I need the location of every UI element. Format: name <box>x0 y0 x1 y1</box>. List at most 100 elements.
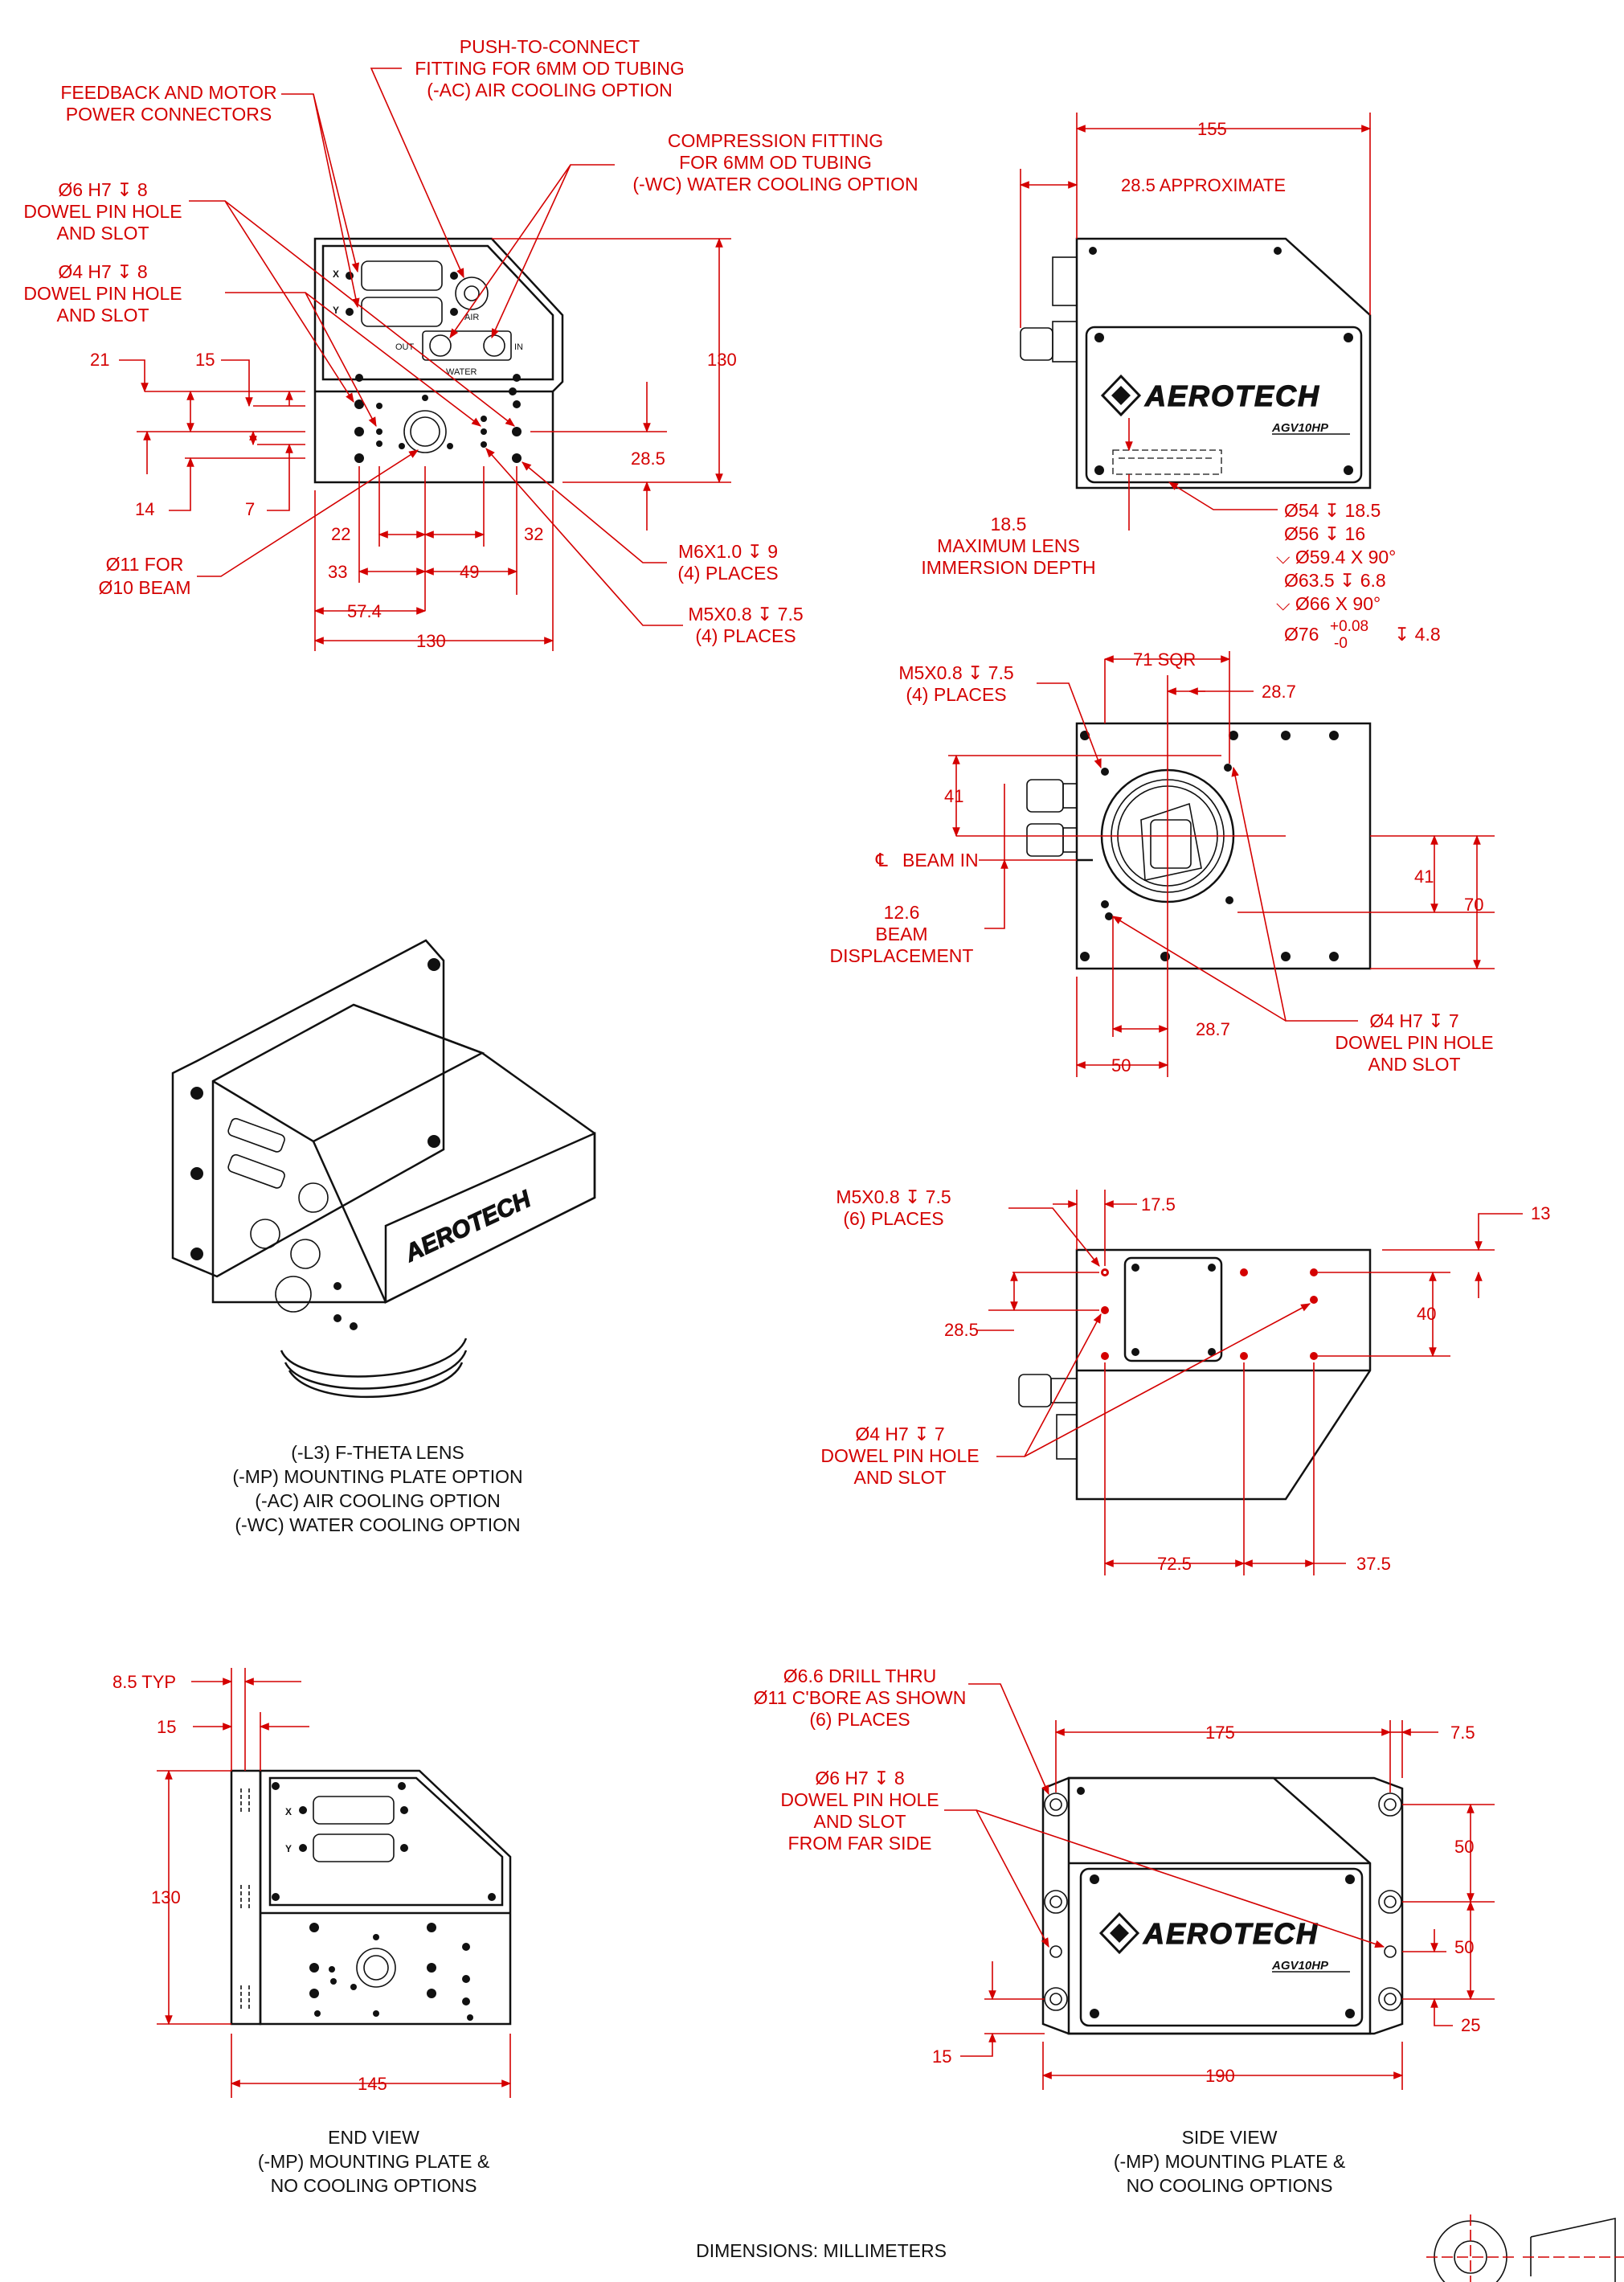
svg-text:Ø63.5 ↧ 6.8: Ø63.5 ↧ 6.8 <box>1284 570 1386 591</box>
out-label: OUT <box>395 342 415 352</box>
feedback-callout: FEEDBACK AND MOTOR POWER CONNECTORS <box>60 82 360 309</box>
svg-text:(4) PLACES: (4) PLACES <box>677 563 778 584</box>
dim-14: 14 <box>135 499 154 519</box>
side-mp-view: AEROTECH AGV10HP Ø6.6 DRILL THRU Ø11 C'B… <box>754 1665 1495 2196</box>
dim-155: 155 <box>1197 119 1227 139</box>
top-view-bottom-dims: 22 32 33 49 57.4 130 <box>313 466 554 651</box>
end-x-label: X <box>285 1806 292 1817</box>
top-view-right-dims: 130 28.5 <box>492 237 737 531</box>
dim-50: 50 <box>1111 1055 1131 1075</box>
svg-text:(4) PLACES: (4) PLACES <box>906 684 1006 705</box>
air-label: AIR <box>464 313 479 322</box>
dim-17-5: 17.5 <box>1141 1194 1176 1215</box>
dim-57-4: 57.4 <box>347 601 382 621</box>
svg-text:AND SLOT: AND SLOT <box>56 305 149 326</box>
mp-brand-name: AEROTECH <box>1143 1917 1319 1950</box>
lens-depth-callout: 18.5 MAXIMUM LENS IMMERSION DEPTH <box>921 418 1133 578</box>
svg-text:⌵ Ø59.4 X 90°: ⌵ Ø59.4 X 90° <box>1276 547 1396 567</box>
end-x-connector <box>313 1796 395 1825</box>
svg-text:DISPLACEMENT: DISPLACEMENT <box>830 945 974 966</box>
dim-28-5: 28.5 <box>631 449 665 469</box>
svg-text:M5X0.8 ↧ 7.5: M5X0.8 ↧ 7.5 <box>688 604 803 625</box>
plate-cover-screws <box>1131 1264 1216 1356</box>
connector-pins <box>346 272 458 316</box>
iso-caption-4: (-WC) WATER COOLING OPTION <box>235 1514 520 1535</box>
svg-text:(-AC) AIR COOLING OPTION: (-AC) AIR COOLING OPTION <box>427 80 672 100</box>
projection-symbol-icon <box>1426 2214 1624 2282</box>
dim-7: 7 <box>245 499 255 519</box>
side-view-top: AEROTECH AGV10HP 155 28.5 APPROXIMATE 18… <box>921 113 1441 652</box>
dim-25: 25 <box>1461 2015 1480 2035</box>
svg-text:↧ 4.8: ↧ 4.8 <box>1394 624 1441 645</box>
svg-text:FROM FAR SIDE: FROM FAR SIDE <box>788 1833 932 1854</box>
plate-holes <box>1101 1268 1318 1360</box>
end-face-holes <box>309 1923 473 2021</box>
svg-text:+0.08: +0.08 <box>1330 618 1368 635</box>
svg-text:(6) PLACES: (6) PLACES <box>843 1208 943 1229</box>
side-water-fitting-icon <box>1020 327 1053 361</box>
dim-32: 32 <box>524 524 543 544</box>
side-air-fitting-icon <box>1052 256 1078 306</box>
iso-label-face <box>384 1132 596 1305</box>
svg-text:DOWEL PIN HOLE: DOWEL PIN HOLE <box>780 1789 939 1810</box>
top-view: X Y AIR OUT IN WATER PUSH-TO-CONNECT FIT… <box>23 36 918 651</box>
end-beam-hole-icon <box>356 1948 396 1988</box>
dim-41b: 41 <box>1414 867 1434 887</box>
svg-text:Ø4 H7 ↧ 7: Ø4 H7 ↧ 7 <box>855 1424 944 1444</box>
svg-text:DOWEL PIN HOLE: DOWEL PIN HOLE <box>23 201 182 222</box>
x-label: X <box>333 268 339 280</box>
plate-m5-callout: M5X0.8 ↧ 7.5 (6) PLACES <box>836 1186 1100 1267</box>
side-label-plate <box>1085 326 1363 484</box>
in-label: IN <box>514 342 523 352</box>
svg-text:-0: -0 <box>1334 635 1348 652</box>
brand-name: AEROTECH <box>1144 379 1320 412</box>
end-plate-slots <box>240 1788 250 2010</box>
end-body <box>259 1769 512 2026</box>
svg-text:DOWEL PIN HOLE: DOWEL PIN HOLE <box>820 1445 979 1466</box>
mp-body <box>1067 1776 1372 2035</box>
svg-text:Ø11 C'BORE AS SHOWN: Ø11 C'BORE AS SHOWN <box>754 1687 967 1708</box>
iso-plate-holes <box>190 958 440 1330</box>
dim-28-5-plate: 28.5 <box>944 1320 979 1340</box>
end-connector-panel <box>268 1776 504 1907</box>
svg-text:MAXIMUM LENS: MAXIMUM LENS <box>937 535 1080 556</box>
svg-text:(6) PLACES: (6) PLACES <box>809 1709 910 1730</box>
y-label: Y <box>333 305 339 316</box>
svg-text:BEAM: BEAM <box>875 924 927 944</box>
mp-dowel-callout: Ø6 H7 ↧ 8 DOWEL PIN HOLE AND SLOT FROM F… <box>780 1768 1385 1948</box>
iso-body <box>211 1003 596 1304</box>
dim-37-5: 37.5 <box>1356 1554 1391 1574</box>
dim-13: 13 <box>1531 1203 1550 1223</box>
iso-caption-3: (-AC) AIR COOLING OPTION <box>255 1490 500 1511</box>
iso-brand: AEROTECH <box>400 1186 536 1268</box>
dim-70: 70 <box>1464 895 1483 915</box>
svg-text:IMMERSION DEPTH: IMMERSION DEPTH <box>921 557 1095 578</box>
model-name: AGV10HP <box>1271 421 1329 435</box>
svg-text:M6X1.0 ↧ 9: M6X1.0 ↧ 9 <box>678 541 778 562</box>
end-caption-2: (-MP) MOUNTING PLATE & <box>258 2151 489 2172</box>
svg-text:Ø6 H7 ↧ 8: Ø6 H7 ↧ 8 <box>58 179 147 200</box>
galvo-mirror-icon <box>1140 802 1202 881</box>
svg-text:(4) PLACES: (4) PLACES <box>695 625 796 646</box>
dim-15-mp: 15 <box>932 2046 951 2067</box>
connector-panel <box>321 244 554 381</box>
end-panel-screws <box>272 1782 496 1901</box>
svg-text:COMPRESSION FITTING: COMPRESSION FITTING <box>668 130 883 151</box>
dim-190: 190 <box>1205 2066 1235 2086</box>
dim-28-7a: 28.7 <box>1262 682 1296 702</box>
svg-text:FEEDBACK AND MOTOR: FEEDBACK AND MOTOR <box>60 82 276 103</box>
water-label: WATER <box>446 367 477 377</box>
top-view-left-dims: 21 15 14 7 <box>90 350 305 519</box>
dim-7-5: 7.5 <box>1450 1723 1475 1743</box>
end-view: X Y 8.5 TYP 15 130 145 END VIEW (-MP) MO… <box>112 1668 512 2196</box>
svg-text:FOR 6MM OD TUBING: FOR 6MM OD TUBING <box>679 152 872 173</box>
y-connector <box>361 297 443 327</box>
side-body <box>1075 237 1372 490</box>
dim-50b: 50 <box>1454 1937 1474 1957</box>
side-plate-screws <box>1089 247 1353 475</box>
iso-caption-2: (-MP) MOUNTING PLATE OPTION <box>232 1466 522 1487</box>
mp-label-plate <box>1079 1867 1364 2027</box>
svg-text:AND SLOT: AND SLOT <box>1368 1054 1460 1075</box>
plate-body <box>1075 1248 1372 1501</box>
